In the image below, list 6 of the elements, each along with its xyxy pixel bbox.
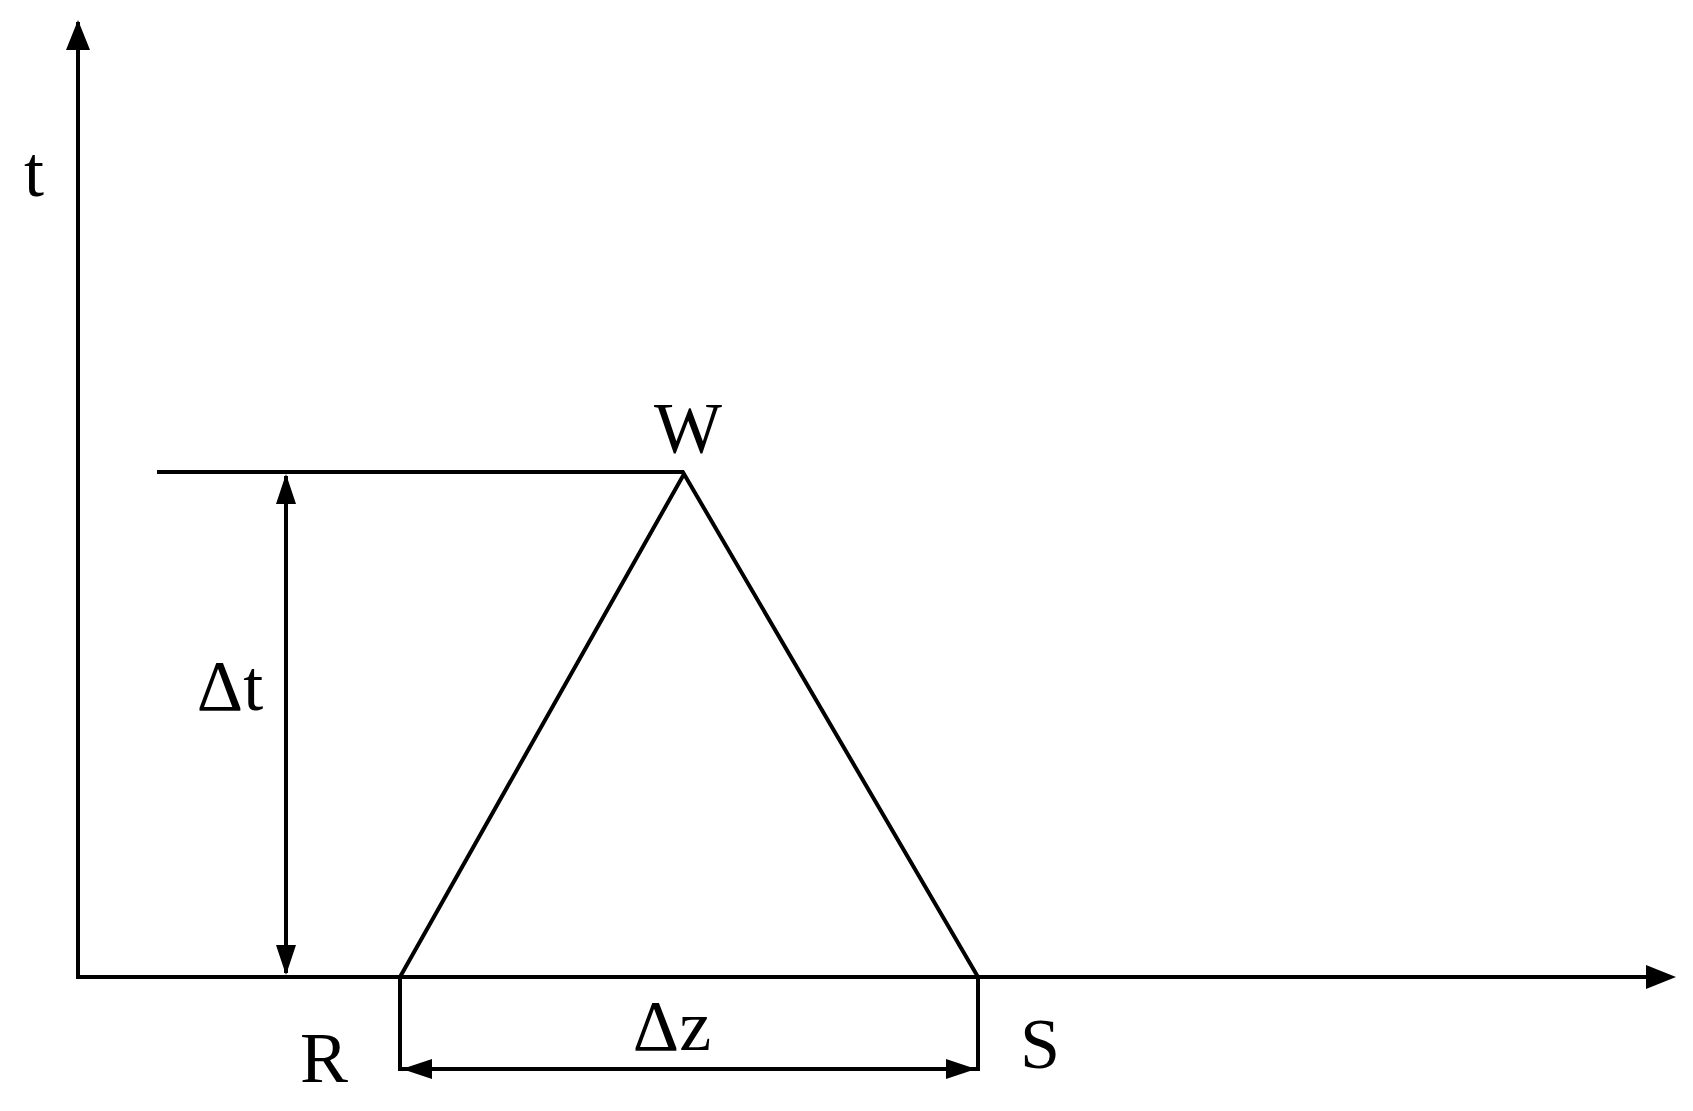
dimension-label: Δt <box>196 650 264 722</box>
axis-label: t <box>24 136 44 208</box>
point-label: S <box>1020 1008 1060 1080</box>
dimension-label: Δz <box>632 990 712 1062</box>
point-label: R <box>300 1022 348 1094</box>
point-label: W <box>654 392 722 464</box>
